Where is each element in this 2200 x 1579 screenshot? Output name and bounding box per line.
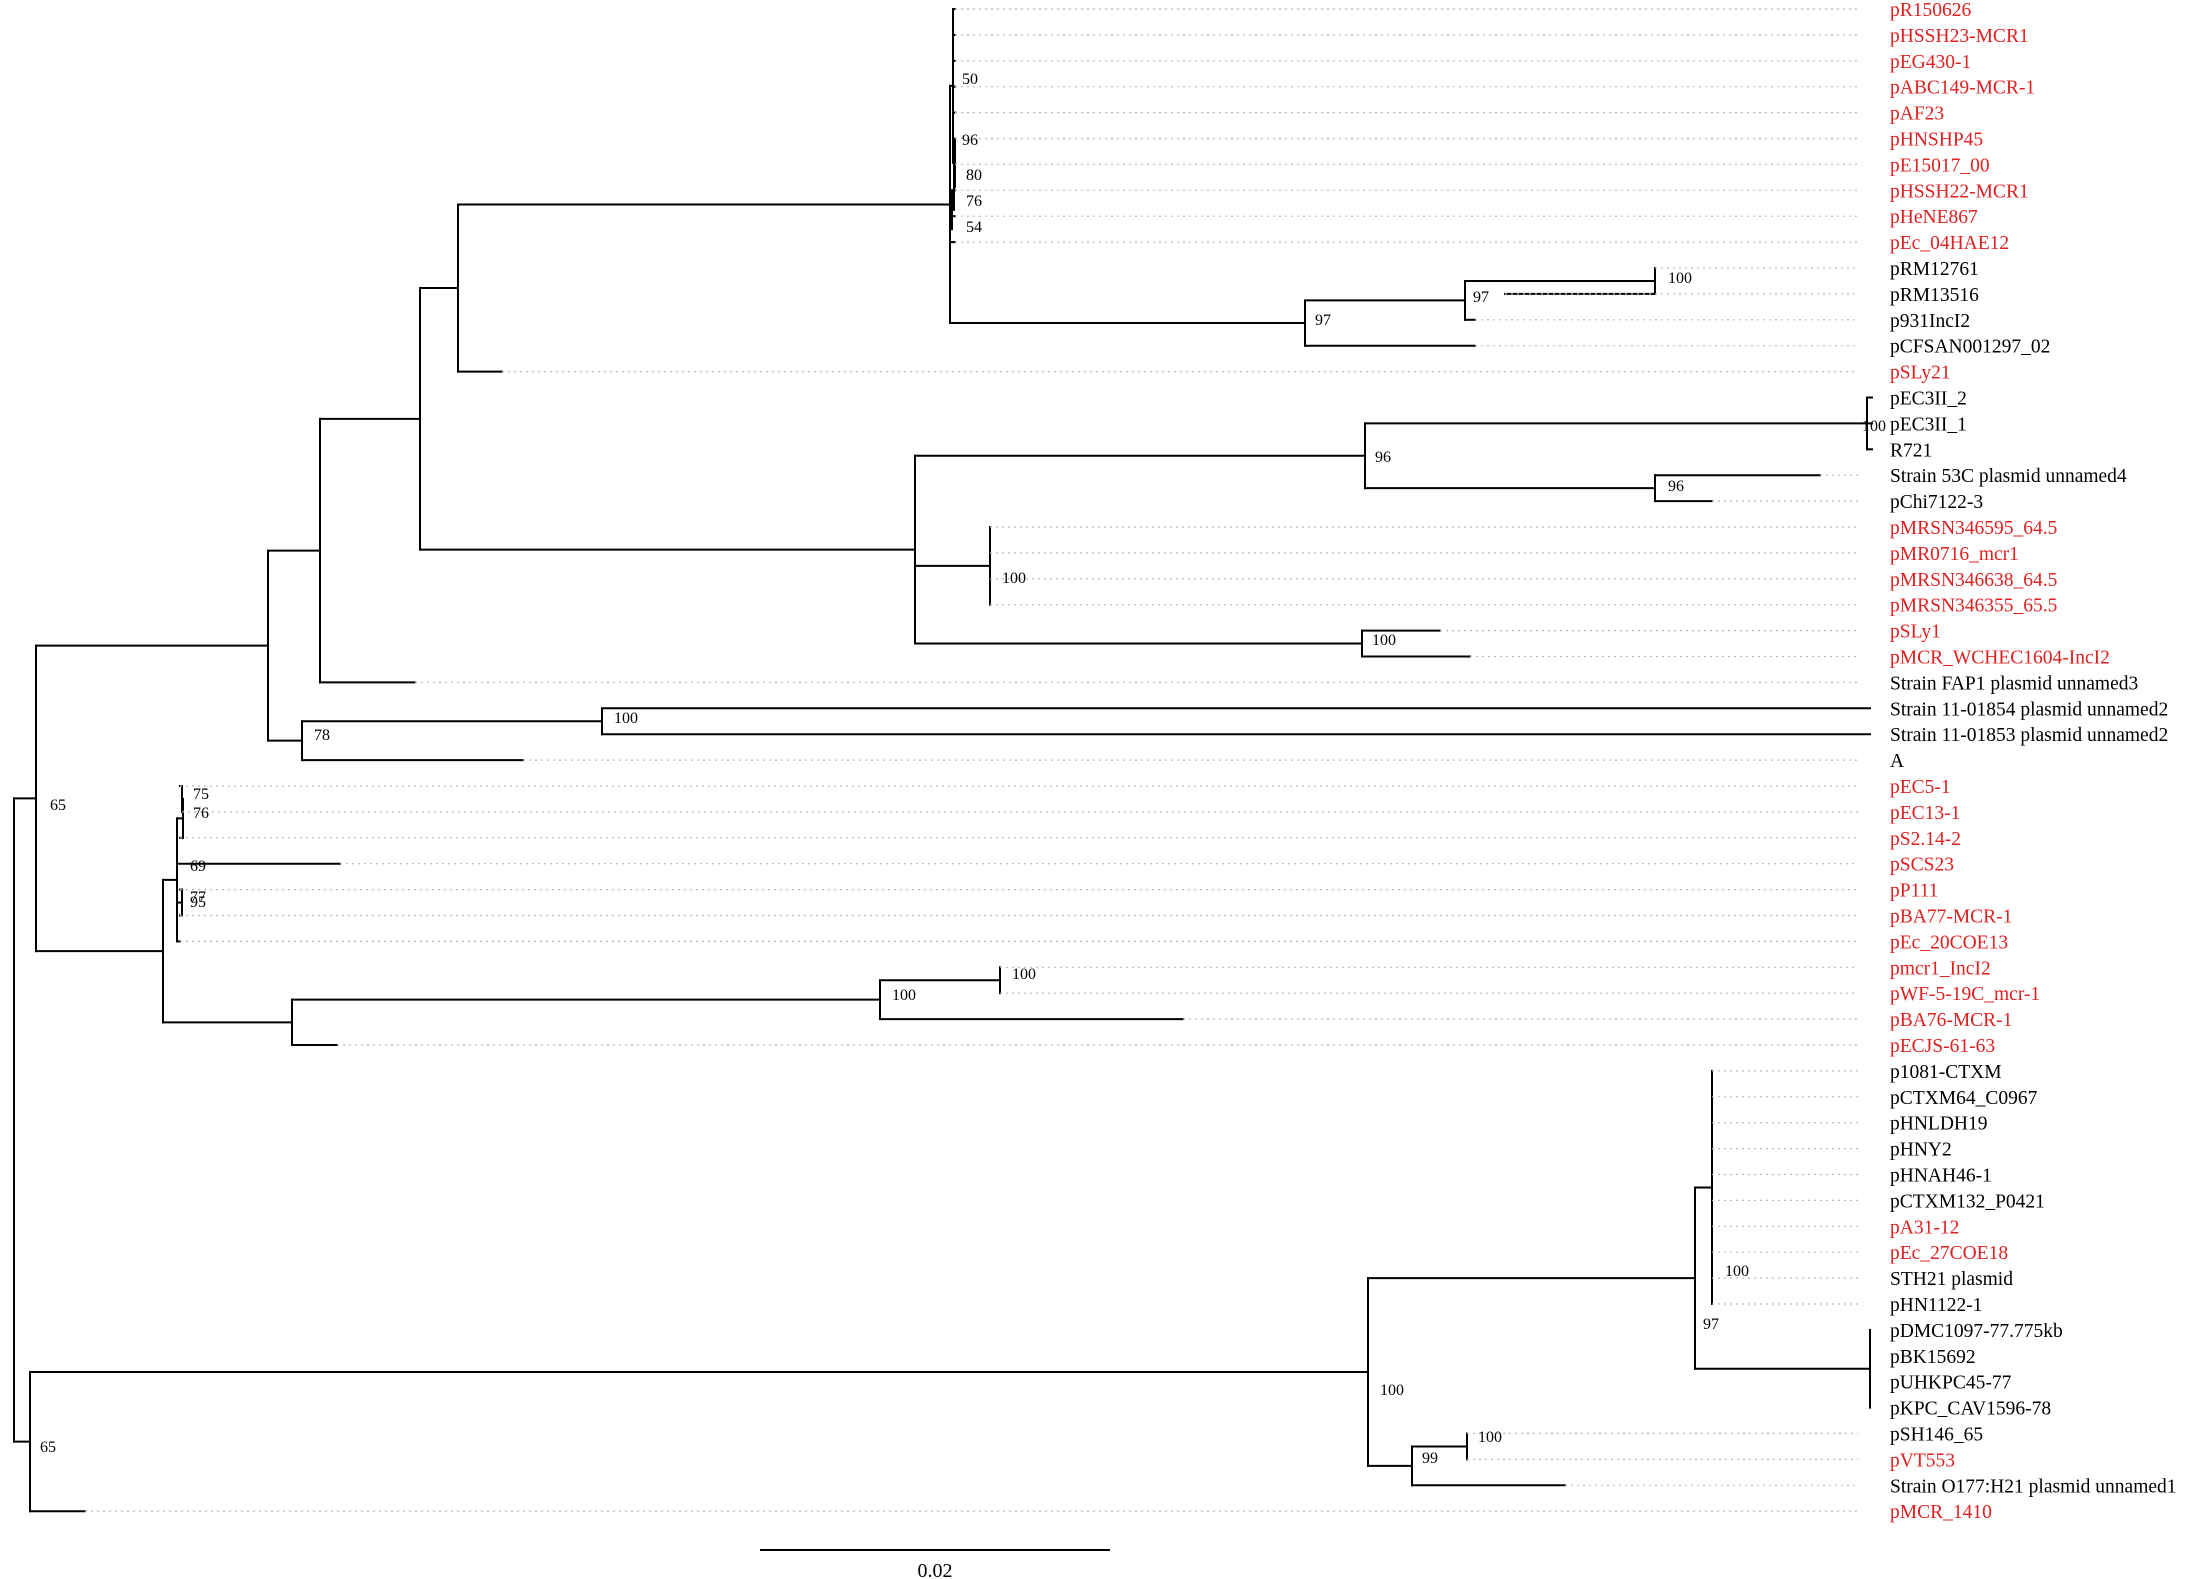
leaf-label-pP111: pP111 xyxy=(1890,881,1938,902)
leaf-label-pSLy1: pSLy1 xyxy=(1890,622,1941,643)
leaf-label-pMRSN355: pMRSN346355_65.5 xyxy=(1890,596,2057,617)
leaf-label-pCTXM132: pCTXM132_P0421 xyxy=(1890,1191,2045,1212)
support-value-100h: 100 xyxy=(1725,1263,1749,1280)
leaf-label-p931IncI2: p931IncI2 xyxy=(1890,311,1970,332)
leaf-label-pBK15692: pBK15692 xyxy=(1890,1347,1976,1368)
leaf-label-sFAP1: Strain FAP1 plasmid unnamed3 xyxy=(1890,673,2138,694)
leaf-label-pEc20COE13: pEc_20COE13 xyxy=(1890,932,2008,953)
leaf-label-pS2142: pS2.14-2 xyxy=(1890,829,1961,850)
support-value-96b: 96 xyxy=(1375,449,1391,466)
leaf-label-s11853: Strain 11-01853 plasmid unnamed2 xyxy=(1890,725,2168,746)
leaf-label-pMRSN638: pMRSN346638_64.5 xyxy=(1890,570,2057,591)
leaf-label-pSH146: pSH146_65 xyxy=(1890,1425,1983,1446)
leaf-label-pRM13516: pRM13516 xyxy=(1890,285,1979,306)
support-value-95: 95 xyxy=(190,894,206,911)
leaf-label-pEC131: pEC13-1 xyxy=(1890,803,1960,824)
leaf-label-R721: R721 xyxy=(1890,440,1932,461)
leaf-label-pDMC1097: pDMC1097-77.775kb xyxy=(1890,1321,2063,1342)
support-value-100g: 100 xyxy=(892,987,916,1004)
scale-bar-label: 0.02 xyxy=(918,1560,953,1579)
support-value-54: 54 xyxy=(966,219,982,236)
leaf-label-pKPCCAV: pKPC_CAV1596-78 xyxy=(1890,1399,2051,1420)
support-value-96a: 96 xyxy=(962,132,978,149)
leaf-label-pSLy21: pSLy21 xyxy=(1890,363,1951,384)
support-value-100e: 100 xyxy=(614,710,638,727)
support-value-96c: 96 xyxy=(1668,478,1684,495)
leaf-label-pAF23: pAF23 xyxy=(1890,104,1944,125)
leaf-label-s53C: Strain 53C plasmid unnamed4 xyxy=(1890,466,2127,487)
leaf-guide-lines xyxy=(85,8,1858,1512)
leaf-label-pEC51: pEC5-1 xyxy=(1890,777,1951,798)
leaf-label-pE15017: pE15017_00 xyxy=(1890,155,1990,176)
leaf-label-pCTXM64: pCTXM64_C0967 xyxy=(1890,1088,2038,1109)
bootstrap-values: 50 96 80 76 54 100 97 97 100 96 96 100 100 100 78 65 75 7… xyxy=(40,71,1886,1467)
leaf-label-pHeNE867: pHeNE867 xyxy=(1890,207,1978,228)
support-value-69: 69 xyxy=(190,858,206,875)
leaf-label-pMCRWCHEC: pMCR_WCHEC1604-IncI2 xyxy=(1890,648,2110,669)
leaf-label-pCFSAN: pCFSAN001297_02 xyxy=(1890,337,2050,358)
branches xyxy=(13,8,1873,1513)
support-value-100f: 100 xyxy=(1012,966,1036,983)
support-value-97c: 97 xyxy=(1703,1316,1719,1333)
support-value-100a: 100 xyxy=(1668,270,1692,287)
leaf-label-pmcr1IncI2: pmcr1_IncI2 xyxy=(1890,958,1991,979)
support-value-97a: 97 xyxy=(1315,312,1331,329)
leaf-label-pHNAH46: pHNAH46-1 xyxy=(1890,1166,1992,1187)
leaf-label-pEc04HAE12: pEc_04HAE12 xyxy=(1890,233,2009,254)
leaf-label-pHNY2: pHNY2 xyxy=(1890,1140,1952,1161)
leaf-label-pHSSH23: pHSSH23-MCR1 xyxy=(1890,26,2029,47)
support-value-76a: 76 xyxy=(966,193,982,210)
leaf-label-STH21: STH21 plasmid xyxy=(1890,1269,2013,1290)
support-value-97b: 97 xyxy=(1473,289,1489,306)
support-value-100i: 100 xyxy=(1478,1429,1502,1446)
support-value-80: 80 xyxy=(966,167,982,184)
support-value-100j: 100 xyxy=(1380,1382,1404,1399)
support-value-77: 77 xyxy=(190,889,206,906)
leaf-label-pMR0716: pMR0716_mcr1 xyxy=(1890,544,2019,565)
leaf-label-pHSSH22: pHSSH22-MCR1 xyxy=(1890,181,2029,202)
leaf-label-pEG430: pEG430-1 xyxy=(1890,52,1971,73)
leaf-label-pEC3II1: pEC3II_1 xyxy=(1890,414,1967,435)
leaf-label-pHNSHP45: pHNSHP45 xyxy=(1890,130,1983,151)
leaf-label-pMCR1410: pMCR_1410 xyxy=(1890,1502,1992,1523)
leaf-label-pECJS6163: pECJS-61-63 xyxy=(1890,1036,1995,1057)
leaf-label-pUHKPC45: pUHKPC45-77 xyxy=(1890,1373,2012,1394)
leaf-label-pABC149: pABC149-MCR-1 xyxy=(1890,78,2035,99)
support-value-100c: 100 xyxy=(1002,570,1026,587)
leaf-label-pSCS23: pSCS23 xyxy=(1890,855,1954,876)
leaf-labels: pR150626 pHSSH23-MCR1 pEG430-1 pABC149-MCR-… xyxy=(1890,0,2177,1523)
leaf-label-pHNLDH19: pHNLDH19 xyxy=(1890,1114,1988,1135)
support-value-100d: 100 xyxy=(1372,632,1396,649)
support-value-65a: 65 xyxy=(50,797,66,814)
leaf-label-pChi7122: pChi7122-3 xyxy=(1890,492,1983,513)
leaf-label-pA3112: pA31-12 xyxy=(1890,1217,1959,1238)
support-value-50: 50 xyxy=(962,71,978,88)
leaf-label-s11854: Strain 11-01854 plasmid unnamed2 xyxy=(1890,699,2168,720)
support-value-78: 78 xyxy=(314,727,330,744)
leaf-label-pVT553: pVT553 xyxy=(1890,1450,1955,1471)
leaf-label-pWF519C: pWF-5-19C_mcr-1 xyxy=(1890,984,2040,1005)
leaf-label-pR150626: pR150626 xyxy=(1890,0,1972,21)
support-value-75: 75 xyxy=(193,786,209,803)
leaf-label-pHN1122: pHN1122-1 xyxy=(1890,1295,1982,1316)
leaf-label-pEc27COE18: pEc_27COE18 xyxy=(1890,1243,2008,1264)
leaf-label-pBA77: pBA77-MCR-1 xyxy=(1890,907,2012,928)
leaf-label-A: A xyxy=(1890,751,1904,772)
leaf-label-pBA76: pBA76-MCR-1 xyxy=(1890,1010,2012,1031)
support-value-99: 99 xyxy=(1422,1450,1438,1467)
support-value-100b: 100 xyxy=(1862,418,1886,435)
leaf-label-pEC3II2: pEC3II_2 xyxy=(1890,389,1967,410)
scale-bar: 0.02 xyxy=(760,1549,1110,1579)
leaf-label-pRM12761: pRM12761 xyxy=(1890,259,1979,280)
support-value-65b: 65 xyxy=(40,1439,56,1456)
leaf-label-p1081: p1081-CTXM xyxy=(1890,1062,2002,1083)
support-value-76b: 76 xyxy=(193,805,209,822)
leaf-label-sO177: Strain O177:H21 plasmid unnamed1 xyxy=(1890,1476,2177,1497)
leaf-label-pMRSN595: pMRSN346595_64.5 xyxy=(1890,518,2057,539)
